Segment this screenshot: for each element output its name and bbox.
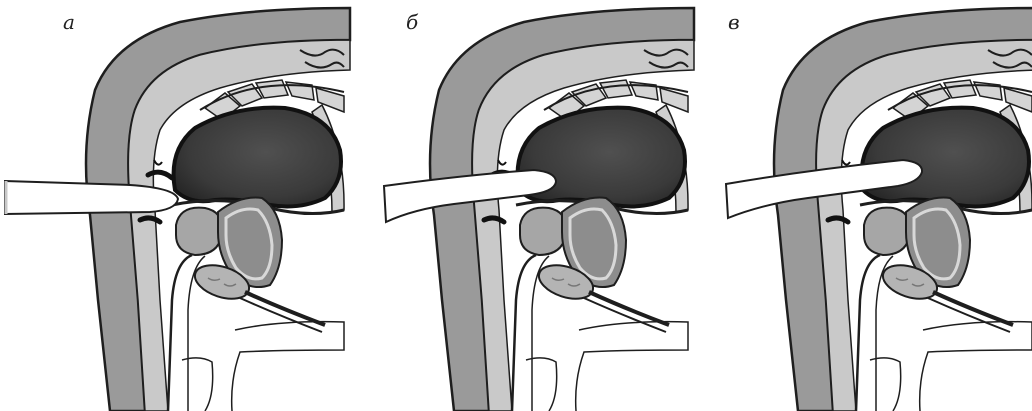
panel-b: б xyxy=(344,0,688,411)
panel-c: в xyxy=(688,0,1032,411)
sagittal-section-diagram-a xyxy=(0,0,344,411)
sagittal-section-diagram-b xyxy=(344,0,688,411)
sagittal-section-diagram-c xyxy=(688,0,1032,411)
panel-a: а xyxy=(0,0,344,411)
